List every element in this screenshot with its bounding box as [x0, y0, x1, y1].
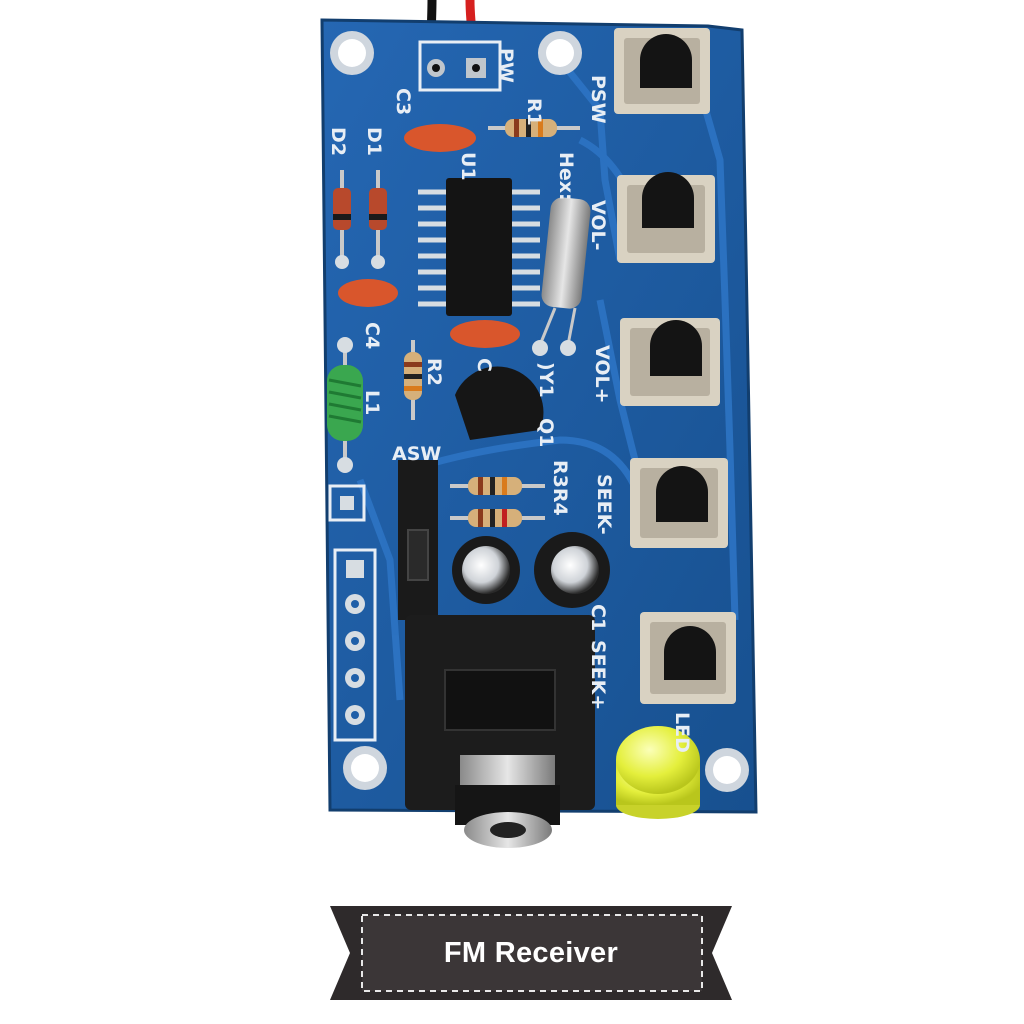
ceramic-capacitors — [338, 124, 520, 348]
button-seek-minus — [630, 458, 728, 548]
label-hex: Hex: — [555, 152, 577, 201]
push-buttons — [614, 28, 736, 704]
silkscreen-labels: PW PSW C3 R1 D2 D1 U1 Hex: VOL- C4 R2 C … — [327, 48, 693, 753]
label-y1: )Y1 — [535, 362, 557, 398]
label-q1: Q1 — [535, 418, 557, 447]
audio-jack — [405, 615, 595, 848]
crystal-y1 — [532, 197, 591, 356]
resistors — [404, 119, 580, 527]
label-r2: R2 — [423, 358, 445, 386]
led-yellow — [616, 726, 700, 819]
label-seek-minus: SEEK- — [593, 474, 615, 535]
button-seek-plus — [640, 612, 736, 704]
inductor-l1 — [327, 337, 363, 473]
transistor-q1 — [455, 366, 544, 440]
label-d2: D2 — [327, 127, 349, 156]
label-l1: L1 — [361, 390, 383, 415]
label-c4: C4 — [361, 322, 383, 349]
label-vol-plus: VOL+ — [591, 345, 613, 404]
diodes — [333, 170, 387, 269]
pin-header-pads — [333, 548, 377, 742]
label-vol-minus: VOL- — [587, 200, 609, 251]
label-pw: PW — [495, 48, 517, 83]
label-c3: C3 — [392, 88, 414, 115]
label-u1: U1 — [457, 152, 479, 181]
title-banner: FM Receiver — [330, 906, 732, 1000]
button-vol-plus — [620, 318, 720, 406]
label-r3r4: R3R4 — [549, 460, 571, 516]
ic-chip-u1 — [418, 178, 540, 316]
electrolytic-capacitors — [452, 532, 610, 608]
label-led: LED — [671, 712, 693, 753]
label-d1: D1 — [363, 127, 385, 156]
antenna-pad — [328, 484, 366, 522]
title-banner-shape — [330, 906, 732, 1000]
power-connector — [418, 40, 502, 92]
slide-switch-asw — [398, 460, 438, 620]
label-c: C — [473, 358, 495, 372]
banner-label: FM Receiver — [443, 936, 619, 969]
label-c1: C1 — [587, 604, 609, 631]
mounting-holes — [330, 31, 749, 792]
button-vol-minus — [617, 172, 715, 263]
label-asw: ASW — [392, 443, 441, 465]
label-seek-plus: SEEK+ — [587, 640, 609, 710]
label-r1: R1 — [523, 98, 545, 126]
button-psw — [614, 28, 710, 114]
label-psw: PSW — [587, 75, 609, 124]
